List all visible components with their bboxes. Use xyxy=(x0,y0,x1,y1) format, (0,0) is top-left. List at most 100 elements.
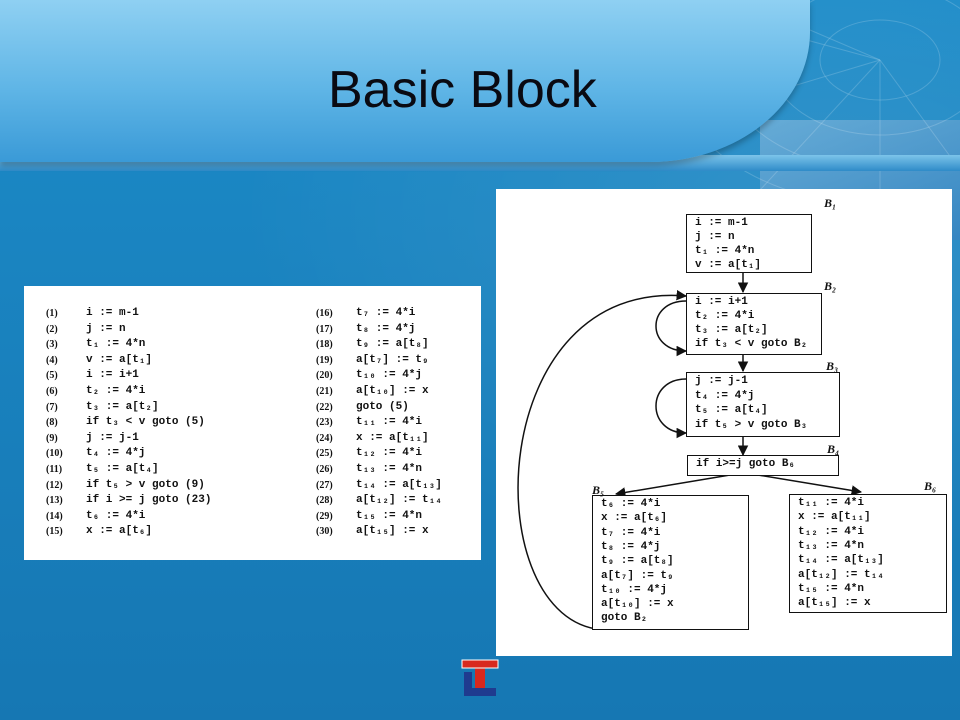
code-line-number: (14) xyxy=(46,510,63,522)
code-statement: a[t₁₂] := t₁₄ xyxy=(356,494,442,507)
code-statement: t₁₁ := 4*i xyxy=(356,416,423,429)
code-statement: t₆ := 4*i xyxy=(86,509,146,522)
code-statement: if i >= j goto (23) xyxy=(86,494,212,507)
block-statement: t₁₄ := a[t₁₃] xyxy=(798,554,884,567)
header-banner: Basic Block xyxy=(0,0,960,240)
code-line-number: (28) xyxy=(316,495,333,507)
code-line-number: (4) xyxy=(46,354,58,366)
code-statement: t₁₀ := 4*j xyxy=(356,369,423,382)
block-statement: i := m-1 xyxy=(695,217,748,229)
code-statement: t₉ := a[t₈] xyxy=(356,338,429,351)
code-line-number: (26) xyxy=(316,464,333,475)
code-line-number: (21) xyxy=(316,386,333,397)
code-statement: t₃ := a[t₂] xyxy=(86,400,159,413)
code-statement: t₁ := 4*n xyxy=(86,338,146,351)
code-statement: if t₅ > v goto (9) xyxy=(86,478,205,491)
three-address-code-panel: (1) i := m-1 (2) j := n (3) t₁ := 4*n (4) v := … xyxy=(24,286,481,560)
code-line-number: (17) xyxy=(316,323,333,335)
block-label: B₄ xyxy=(827,442,840,456)
block-statement: t₁₃ := 4*n xyxy=(798,539,865,552)
code-line-number: (9) xyxy=(46,432,58,444)
university-logo xyxy=(461,659,499,696)
block-statement: t₄ := 4*j xyxy=(695,389,755,402)
block-statement: x := a[t₁₁] xyxy=(798,511,871,524)
code-statement: x := a[t₁₁] xyxy=(356,431,429,444)
code-line-number: (6) xyxy=(46,386,58,397)
block-statement: t₈ := 4*j xyxy=(601,540,661,553)
block-statement: t₁₀ := 4*j xyxy=(601,583,668,596)
block-statement: t₁₂ := 4*i xyxy=(798,525,865,538)
code-line-number: (16) xyxy=(316,308,333,319)
code-line-number: (25) xyxy=(316,448,333,460)
code-statement: if t₃ < v goto (5) xyxy=(86,416,205,429)
code-line-number: (22) xyxy=(316,401,333,413)
block-label: B₁ xyxy=(824,196,837,210)
code-statement: a[t₁₅] := x xyxy=(356,525,429,538)
code-statement: goto (5) xyxy=(356,400,409,413)
block-statement: j := n xyxy=(695,231,735,243)
flow-graph-panel: i := m-1 j := n t₁ := 4*n v := a[t₁] B₁ i := … xyxy=(496,189,952,656)
code-line-number: (10) xyxy=(46,448,63,460)
block-label: B₂ xyxy=(824,279,837,293)
code-statement: t₂ := 4*i xyxy=(86,385,146,397)
code-statement: t₁₅ := 4*n xyxy=(356,509,423,522)
slide-title: Basic Block xyxy=(328,61,597,119)
block-label: B₅ xyxy=(592,483,605,497)
block-statement: t₅ := a[t₄] xyxy=(695,404,768,416)
code-statement: t₈ := 4*j xyxy=(356,322,416,335)
code-line-number: (30) xyxy=(316,526,333,538)
edge-b4-b5 xyxy=(614,473,737,498)
code-line-number: (7) xyxy=(46,401,58,413)
block-statement: a[t₁₀] := x xyxy=(601,598,674,611)
code-statement: v := a[t₁] xyxy=(86,353,153,366)
code-line-number: (5) xyxy=(46,370,58,382)
block-statement: if t₃ < v goto B₂ xyxy=(695,338,808,350)
code-statement: j := n xyxy=(86,322,126,335)
code-line-number: (27) xyxy=(316,479,333,491)
block-label: B₃ xyxy=(826,359,839,373)
code-statement: x := a[t₆] xyxy=(86,525,153,538)
code-statement: a[t₁₀] := x xyxy=(356,385,429,397)
block-statement: if i>=j goto B₆ xyxy=(696,458,796,470)
block-statement: t₁ := 4*n xyxy=(695,245,755,257)
flow-graph-edges xyxy=(517,271,863,630)
code-line-number: (15) xyxy=(46,526,63,538)
code-line-number: (23) xyxy=(316,417,333,429)
code-line-number: (3) xyxy=(46,339,58,351)
code-line-number: (8) xyxy=(46,417,58,429)
code-statement: t₁₄ := a[t₁₃] xyxy=(356,478,442,491)
code-statement: t₁₂ := 4*i xyxy=(356,447,423,460)
block-statement: x := a[t₆] xyxy=(601,512,668,525)
code-line-number: (2) xyxy=(46,323,58,335)
code-line-number: (13) xyxy=(46,495,63,507)
basic-block-1: i := m-1 j := n t₁ := 4*n v := a[t₁] xyxy=(686,214,812,273)
block-statement: v := a[t₁] xyxy=(695,259,762,271)
block-statement: t₃ := a[t₂] xyxy=(695,324,768,336)
block-statement: t₁₁ := 4*i xyxy=(798,497,865,509)
basic-block-2: i := i+1 t₂ := 4*i t₃ := a[t₂] if t₃ < v go… xyxy=(686,293,822,355)
code-statement: t₄ := 4*j xyxy=(86,447,146,460)
edge-b5-b2 xyxy=(517,289,688,630)
edge-b4-b6 xyxy=(751,473,863,496)
code-line-number: (29) xyxy=(316,510,333,522)
block-label: B₆ xyxy=(924,479,937,493)
code-line-number: (11) xyxy=(46,464,63,475)
edge-b2-loop xyxy=(655,300,688,357)
block-statement: t₇ := 4*i xyxy=(601,526,661,539)
block-statement: t₆ := 4*i xyxy=(601,498,661,510)
code-line-number: (20) xyxy=(316,370,333,382)
block-statement: t₉ := a[t₈] xyxy=(601,555,674,568)
block-statement: goto B₂ xyxy=(601,612,648,625)
block-statement: i := i+1 xyxy=(695,296,748,308)
code-statement: t₅ := a[t₄] xyxy=(86,463,159,475)
edge-b3-loop xyxy=(655,378,688,439)
code-statement: i := m-1 xyxy=(86,307,139,319)
code-line-number: (24) xyxy=(316,432,333,444)
code-line-number: (18) xyxy=(316,339,333,351)
code-line-number: (1) xyxy=(46,308,58,319)
block-statement: if t₅ > v goto B₃ xyxy=(695,418,808,431)
block-statement: t₂ := 4*i xyxy=(695,310,755,322)
